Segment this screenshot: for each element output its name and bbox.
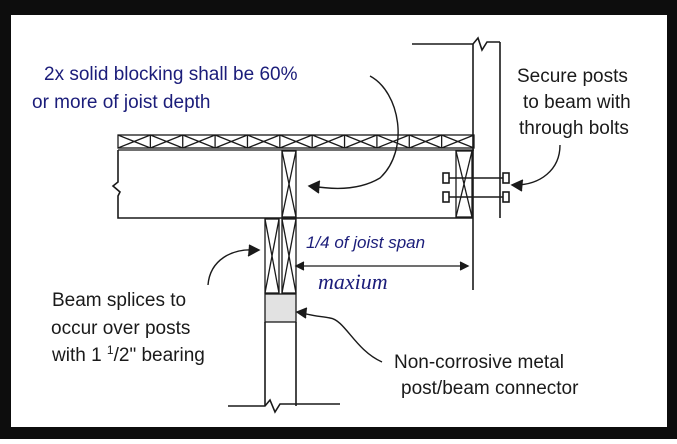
span-max-label: maxium <box>318 269 388 294</box>
joist <box>111 150 473 219</box>
deck-board-cross <box>182 134 216 149</box>
deck-board-cross <box>409 134 442 149</box>
splice-label-line3-prefix: with 1 <box>51 345 107 366</box>
decking-boards <box>117 134 475 151</box>
deck-board-cross <box>214 134 248 149</box>
inner-panel <box>11 15 667 427</box>
secure-label-line3: through bolts <box>519 118 629 139</box>
beam-splice <box>264 218 297 294</box>
splice-label-line2: occur over posts <box>51 318 190 339</box>
splice-label-line3: with 1 1/2" bearing <box>51 343 205 366</box>
deck-board-cross <box>117 134 151 149</box>
solid-blocking <box>281 150 297 218</box>
connector-label-line2: post/beam connector <box>401 378 579 399</box>
post <box>228 322 340 414</box>
right-post <box>412 36 501 290</box>
span-label: 1/4 of joist span <box>306 233 425 252</box>
frame-notch <box>383 8 667 15</box>
deck-board-cross <box>344 134 378 149</box>
deck-board-cross <box>441 134 475 149</box>
deck-board-cross <box>247 134 281 149</box>
deck-board-cross <box>279 134 313 149</box>
connector-label-line1: Non-corrosive metal <box>394 352 564 373</box>
secure-label-line1: Secure posts <box>517 66 628 87</box>
splice-label-line3-sup: 1 <box>107 343 114 357</box>
deck-board-cross <box>150 134 183 149</box>
span-dimension <box>294 261 470 271</box>
deck-board-cross <box>311 134 345 149</box>
splice-label-line3-frac: /2" bearing <box>114 345 205 366</box>
blocking-label-line2: or more of joist depth <box>32 92 210 113</box>
rim-blocking <box>455 150 473 218</box>
deck-board-cross <box>376 134 410 149</box>
through-bolts <box>442 172 510 203</box>
secure-label-line2: to beam with <box>523 92 631 113</box>
blocking-label-line1: 2x solid blocking shall be 60% <box>44 64 298 85</box>
leader-arrows <box>207 75 561 363</box>
splice-label-line1: Beam splices to <box>52 290 186 311</box>
post-beam-connector <box>264 293 297 323</box>
